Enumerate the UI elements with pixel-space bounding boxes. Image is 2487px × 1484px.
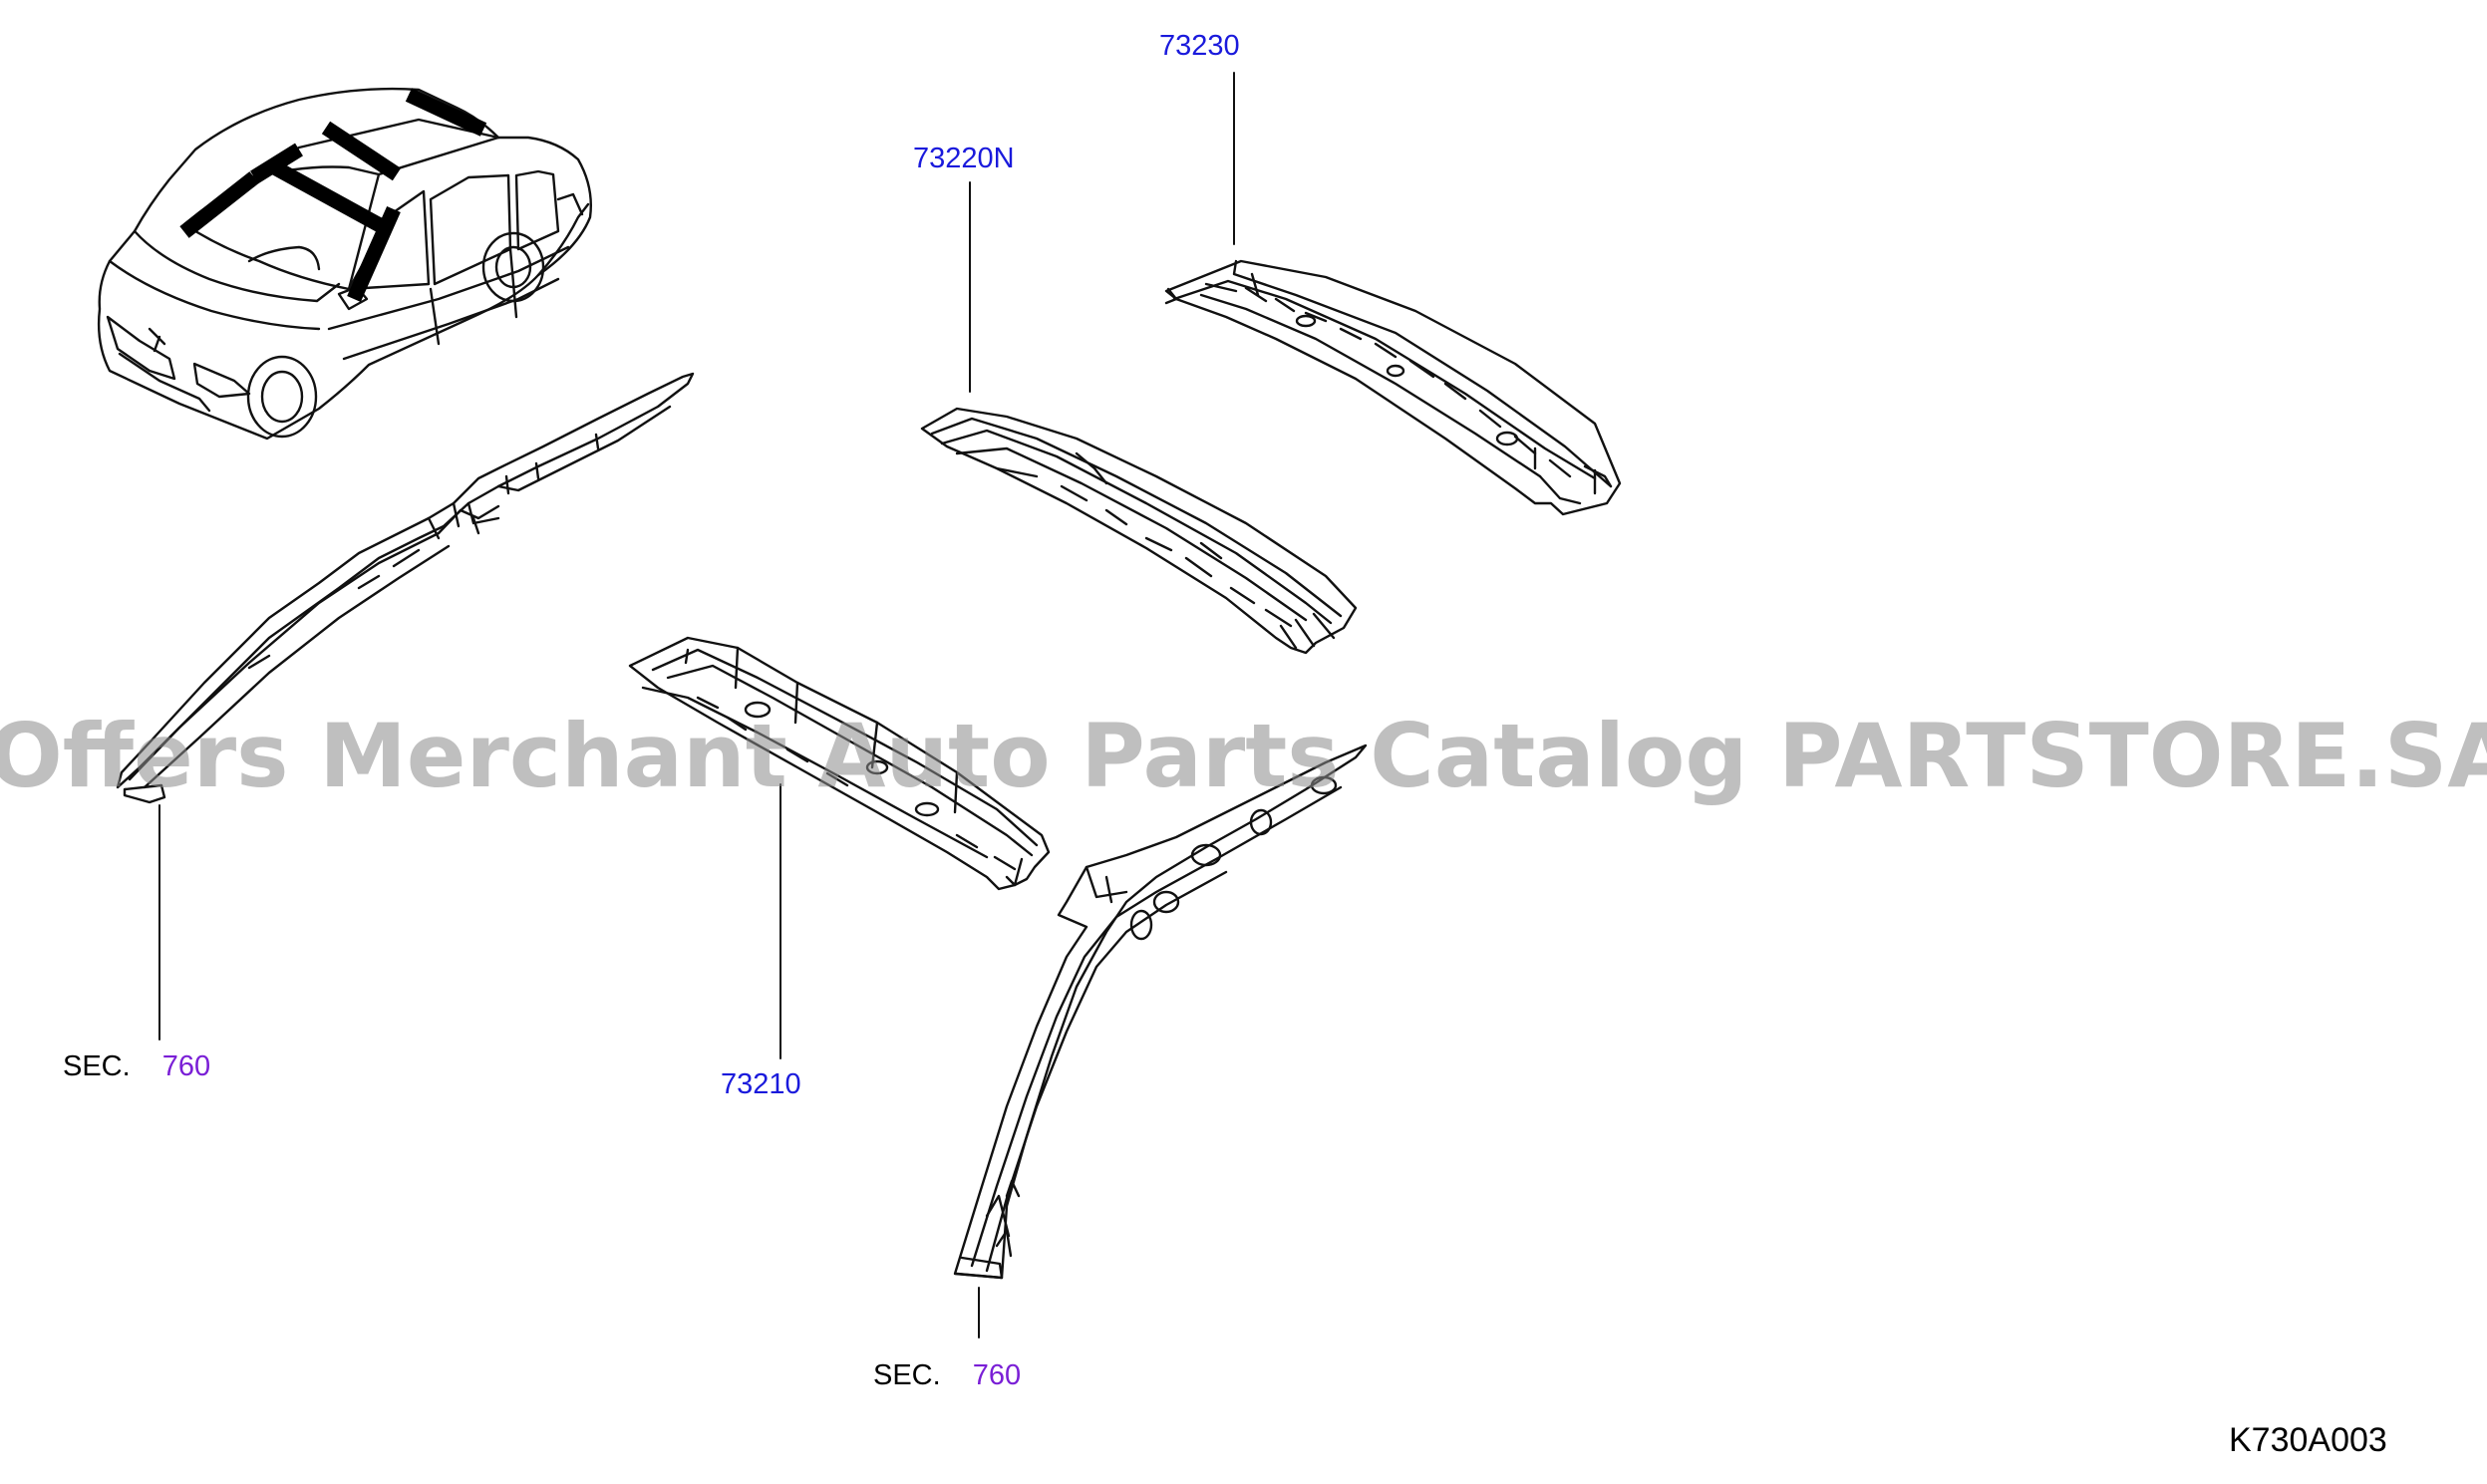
section-number-link[interactable]: 760 [161,1050,211,1082]
part-73210-shape [628,636,1051,891]
vehicle-overview [97,87,592,441]
part-number-73220n[interactable]: 73220N [913,145,1015,173]
section-prefix: SEC. [63,1050,131,1082]
figure-code: K730A003 [2229,1421,2387,1459]
section-prefix: SEC. [873,1359,941,1391]
part-number-73230[interactable]: 73230 [1159,32,1240,61]
part-number-73210[interactable]: 73210 [721,1070,801,1099]
part-number-73210-text[interactable]: 73210 [721,1068,801,1100]
part-number-73230-text[interactable]: 73230 [1159,30,1240,62]
part-73230-shape [1164,259,1622,516]
left-pillar-shape [116,372,695,804]
part-73220n-shape [920,407,1358,655]
section-number-link[interactable]: 760 [972,1359,1022,1391]
part-number-73220n-text[interactable]: 73220N [913,143,1015,174]
center-pillar-shape [953,743,1368,1280]
section-ref-bottom: SEC. 760 [873,1361,1021,1390]
leader-lines [158,72,1235,1338]
section-ref-left: SEC. 760 [63,1052,210,1081]
